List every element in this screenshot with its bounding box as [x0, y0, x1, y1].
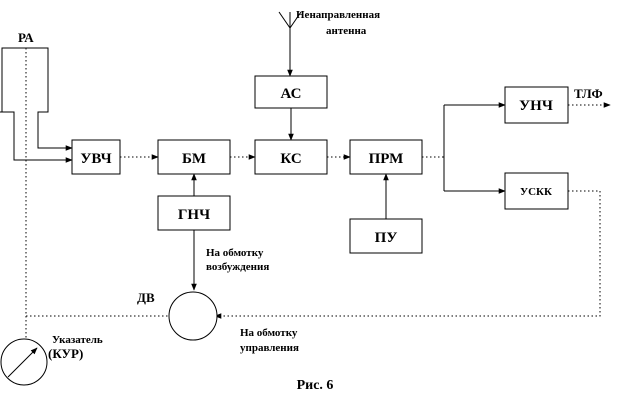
loop-antenna: [0, 47, 73, 338]
block-unch-label: УНЧ: [519, 98, 553, 114]
dv-label: ДВ: [137, 290, 155, 305]
block-gnch-label: ГНЧ: [178, 207, 210, 223]
indicator-label-2: (КУР): [48, 346, 83, 361]
control-label-2: управления: [240, 342, 299, 354]
omni-antenna-symbol: [278, 11, 302, 77]
block-uvch: УВЧ: [71, 139, 121, 175]
block-ks-label: КС: [280, 151, 301, 167]
block-ks: КС: [254, 139, 328, 175]
block-pu: ПУ: [349, 218, 423, 254]
tlf-label: ТЛФ: [574, 86, 603, 101]
block-prm: ПРМ: [349, 139, 423, 175]
block-uvch-label: УВЧ: [80, 151, 111, 167]
omni-antenna-label-1: Ненаправленная: [296, 9, 380, 21]
block-uskk: УСКК: [504, 172, 569, 210]
ra-label: РА: [18, 30, 34, 45]
block-unch: УНЧ: [504, 86, 569, 124]
excitation-label-2: возбуждения: [206, 261, 269, 273]
excitation-label-1: На обмотку: [206, 247, 264, 259]
figure-caption: Рис. 6: [297, 378, 334, 393]
control-label-1: На обмотку: [240, 327, 298, 339]
block-bm-label: БМ: [182, 151, 206, 167]
block-uskk-label: УСКК: [520, 186, 552, 198]
indicator-kur: [0, 338, 48, 386]
indicator-label-1: Указатель: [52, 334, 103, 346]
block-bm: БМ: [157, 139, 231, 175]
motor-dv: [168, 291, 218, 341]
block-prm-label: ПРМ: [369, 151, 404, 167]
block-as: АС: [254, 75, 328, 109]
block-pu-label: ПУ: [375, 230, 398, 246]
block-gnch: ГНЧ: [157, 195, 231, 231]
signal-wires: [26, 102, 611, 319]
omni-antenna-label-2: антенна: [326, 25, 367, 37]
block-as-label: АС: [281, 86, 302, 102]
